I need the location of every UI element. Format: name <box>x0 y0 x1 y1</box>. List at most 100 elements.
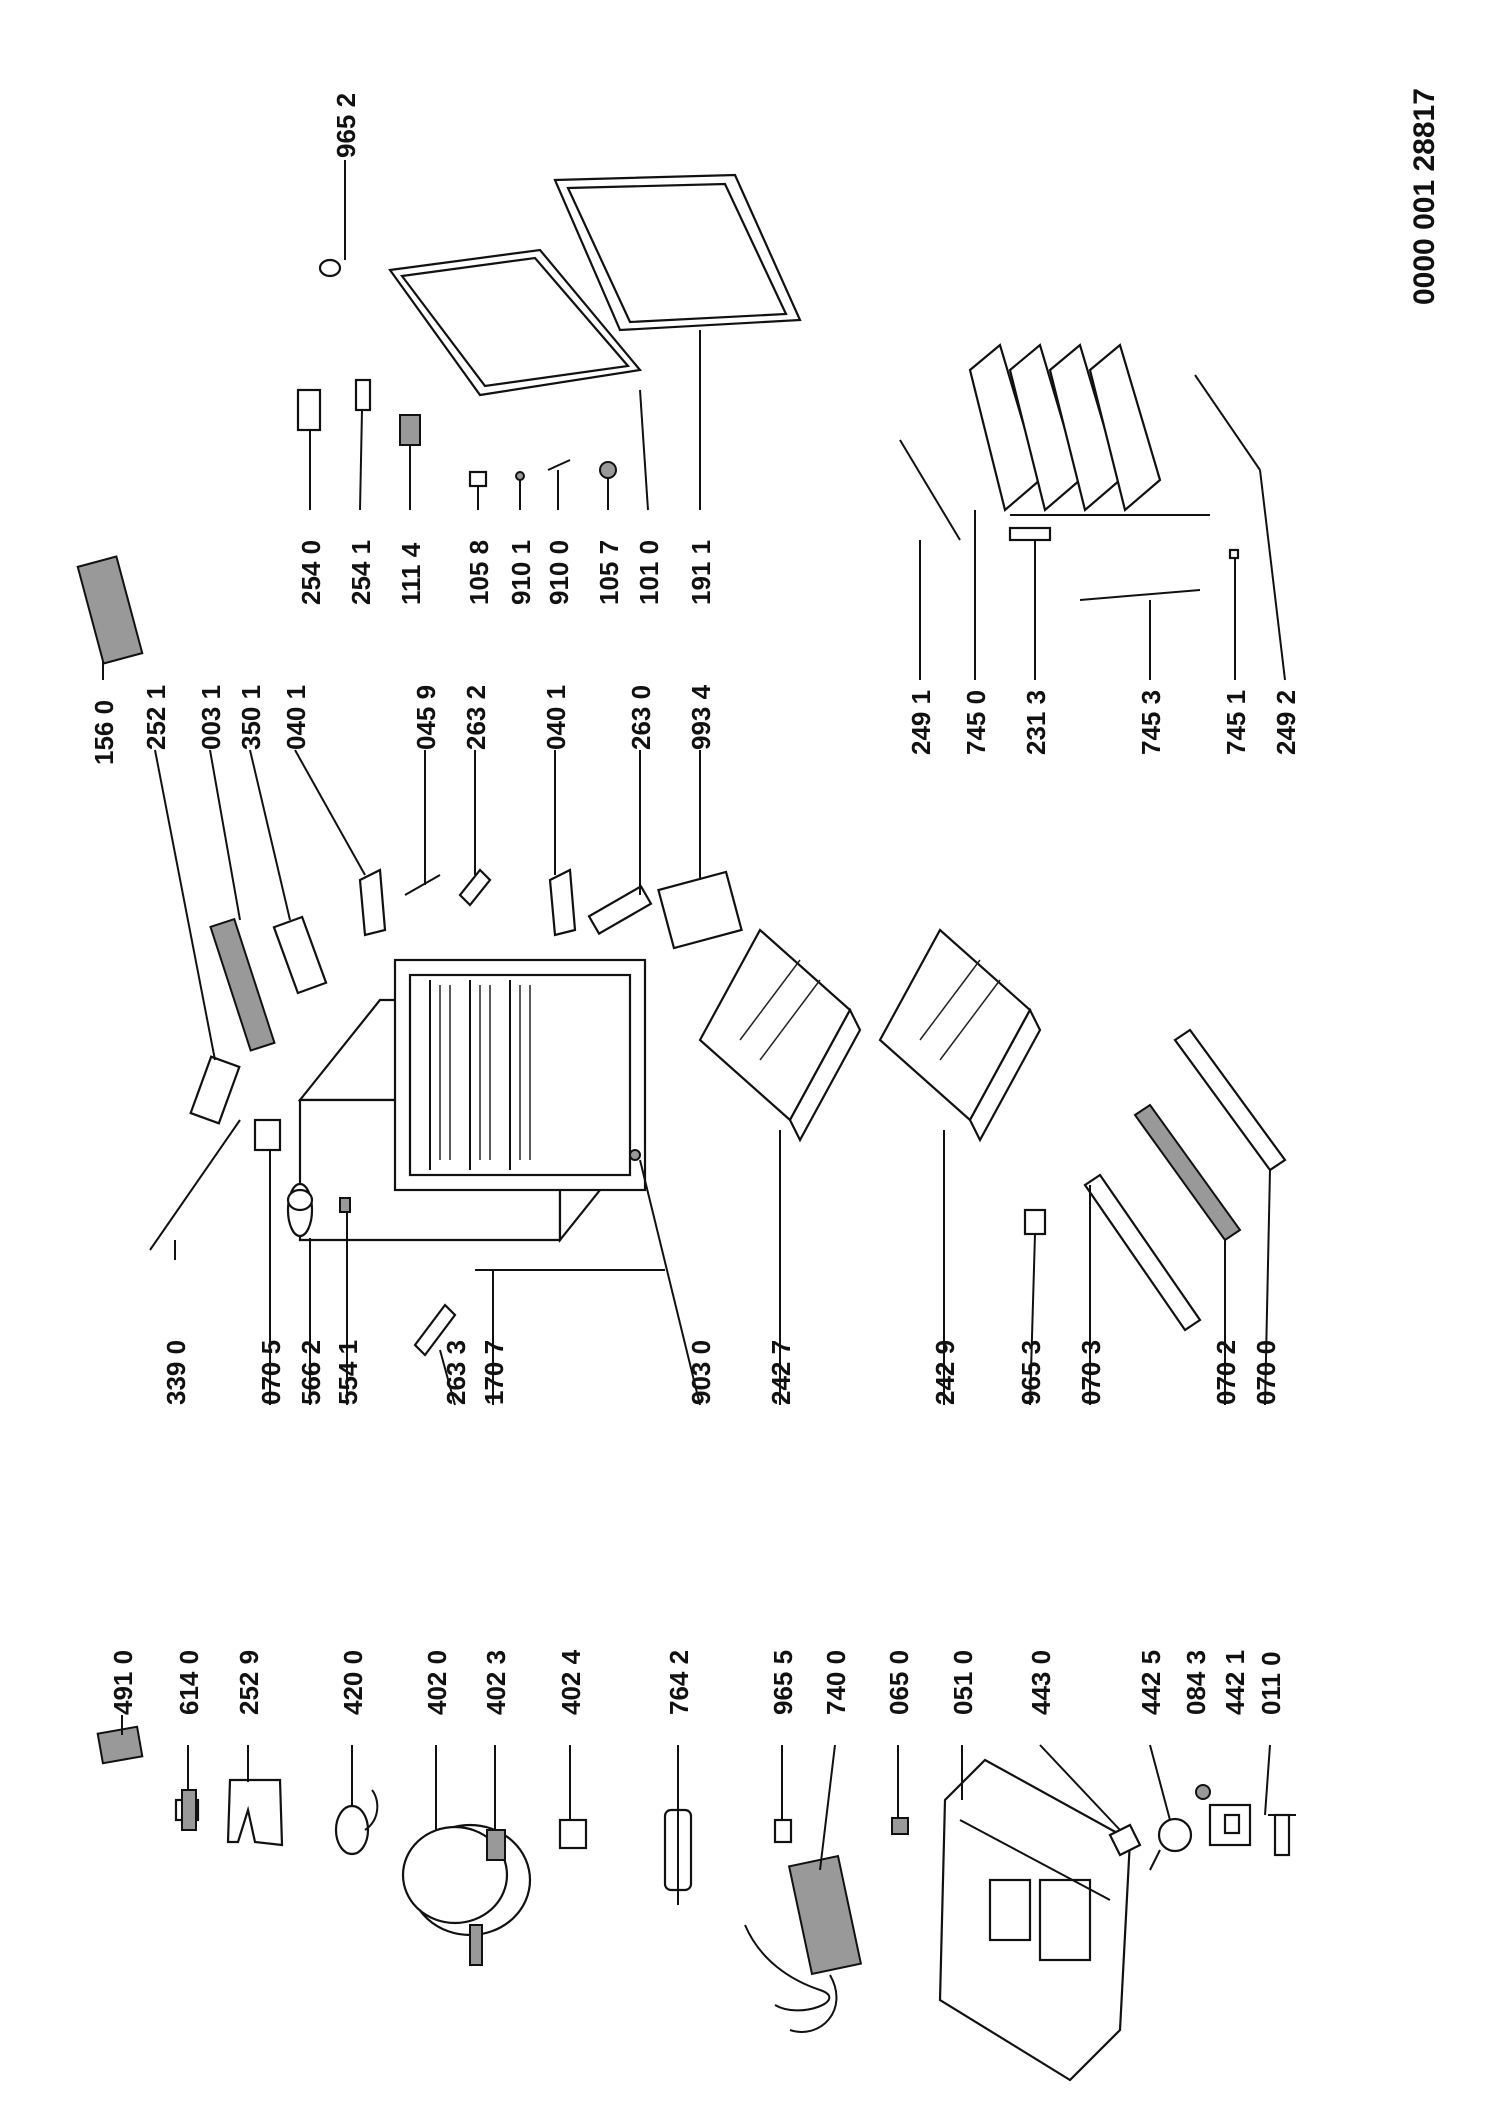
part-045-9 <box>404 874 441 896</box>
part-614-0 <box>174 1789 200 1831</box>
part-965-3 <box>1023 1208 1047 1236</box>
label-191-1: 191 1 <box>686 539 716 605</box>
label-491-0: 491 0 <box>108 1649 138 1715</box>
leader-lines-center <box>174 1130 1271 1406</box>
label-105-8: 105 8 <box>464 539 494 605</box>
part-903-0 <box>629 1149 641 1161</box>
part-070-3 <box>1083 1173 1202 1332</box>
part-745-1 <box>1228 548 1240 560</box>
part-993-4 <box>657 870 743 950</box>
label-764-2: 764 2 <box>664 1649 694 1715</box>
label-003-1: 003 1 <box>196 684 226 750</box>
part-745-0 <box>968 343 1210 516</box>
part-231-3 <box>1008 526 1052 542</box>
label-402-4: 402 4 <box>556 1649 586 1715</box>
label-254-0: 254 0 <box>296 539 326 605</box>
label-070-0: 070 0 <box>1251 1339 1281 1405</box>
label-993-4: 993 4 <box>686 684 716 750</box>
part-242-7 <box>698 928 862 1143</box>
part-566-2 <box>286 1182 314 1238</box>
label-040-1-lower: 040 1 <box>541 684 571 750</box>
label-965-3: 965 3 <box>1016 1339 1046 1405</box>
label-745-1: 745 1 <box>1221 689 1251 755</box>
label-070-5: 070 5 <box>256 1339 286 1405</box>
label-249-2: 249 2 <box>1271 689 1301 755</box>
label-442-5: 442 5 <box>1136 1649 1166 1715</box>
part-764-2 <box>663 1795 693 1905</box>
part-040-1b <box>548 868 577 937</box>
part-156-0 <box>76 555 144 665</box>
label-420-0: 420 0 <box>338 1649 368 1715</box>
part-003-1 <box>209 917 276 1052</box>
label-051-0: 051 0 <box>948 1649 978 1715</box>
part-745-3 <box>1079 589 1201 601</box>
part-402-4 <box>558 1818 588 1850</box>
part-442-5 <box>1149 1817 1193 1871</box>
label-252-1: 252 1 <box>141 684 171 750</box>
part-242-9 <box>878 928 1042 1143</box>
label-252-9: 252 9 <box>234 1649 264 1715</box>
label-231-3: 231 3 <box>1021 689 1051 755</box>
label-263-3: 263 3 <box>441 1339 471 1405</box>
part-442-1 <box>1208 1803 1252 1847</box>
part-105-8 <box>468 470 488 488</box>
label-249-1: 249 1 <box>906 689 936 755</box>
label-554-1: 554 1 <box>333 1339 363 1405</box>
label-442-1: 442 1 <box>1220 1649 1250 1715</box>
part-252-1 <box>189 1055 241 1125</box>
label-045-9: 045 9 <box>411 684 441 750</box>
part-443-0 <box>1108 1823 1142 1857</box>
part-491-0 <box>96 1725 144 1765</box>
part-070-2 <box>1133 1103 1242 1242</box>
part-402-0 <box>401 1823 532 1966</box>
label-965-2: 965 2 <box>331 92 361 158</box>
part-420-0 <box>334 1789 379 1856</box>
part-740-0 <box>744 1854 863 2033</box>
label-350-1: 350 1 <box>236 684 266 750</box>
part-263-2 <box>458 868 492 907</box>
label-745-0: 745 0 <box>961 689 991 755</box>
label-170-7: 170 7 <box>479 1339 509 1405</box>
part-249-2 <box>1194 374 1261 471</box>
part-011-0 <box>1268 1813 1296 1857</box>
part-350-1 <box>272 915 328 995</box>
label-065-0: 065 0 <box>884 1649 914 1715</box>
part-402-3 <box>486 1829 506 1861</box>
label-254-1: 254 1 <box>346 539 376 605</box>
part-cabinet-body <box>297 958 647 1244</box>
label-745-3: 745 3 <box>1136 689 1166 755</box>
label-263-2: 263 2 <box>461 684 491 750</box>
part-111-4 <box>399 414 421 446</box>
part-249-1 <box>899 439 961 541</box>
label-402-3: 402 3 <box>481 1649 511 1715</box>
label-070-3: 070 3 <box>1076 1339 1106 1405</box>
leader-lines-right <box>309 160 1286 681</box>
label-011-0: 011 0 <box>1256 1651 1286 1715</box>
part-door-frame-101-0 <box>388 248 643 397</box>
label-402-0: 402 0 <box>422 1649 452 1715</box>
part-910-0 <box>547 459 571 471</box>
label-614-0: 614 0 <box>174 1649 204 1715</box>
label-084-3: 084 3 <box>1181 1649 1211 1715</box>
label-156-0: 156 0 <box>89 699 119 765</box>
part-door-gasket-191-1 <box>553 173 802 332</box>
part-254-0 <box>296 388 322 432</box>
label-263-0: 263 0 <box>626 684 656 750</box>
part-910-1 <box>515 471 525 481</box>
label-105-7: 105 7 <box>594 539 624 605</box>
document-code: 0000 001 28817 <box>1408 88 1441 305</box>
part-339-0 <box>149 1119 241 1251</box>
part-084-3 <box>1195 1784 1211 1800</box>
part-105-7 <box>599 461 617 479</box>
part-263-3 <box>413 1303 457 1357</box>
part-965-5 <box>773 1818 793 1844</box>
part-065-0 <box>891 1817 909 1835</box>
part-051-0 <box>938 1758 1132 2082</box>
label-111-4: 111 4 <box>396 542 426 605</box>
label-965-5: 965 5 <box>768 1649 798 1715</box>
label-101-0: 101 0 <box>634 539 664 605</box>
label-339-0: 339 0 <box>161 1339 191 1405</box>
label-740-0: 740 0 <box>821 1649 851 1715</box>
